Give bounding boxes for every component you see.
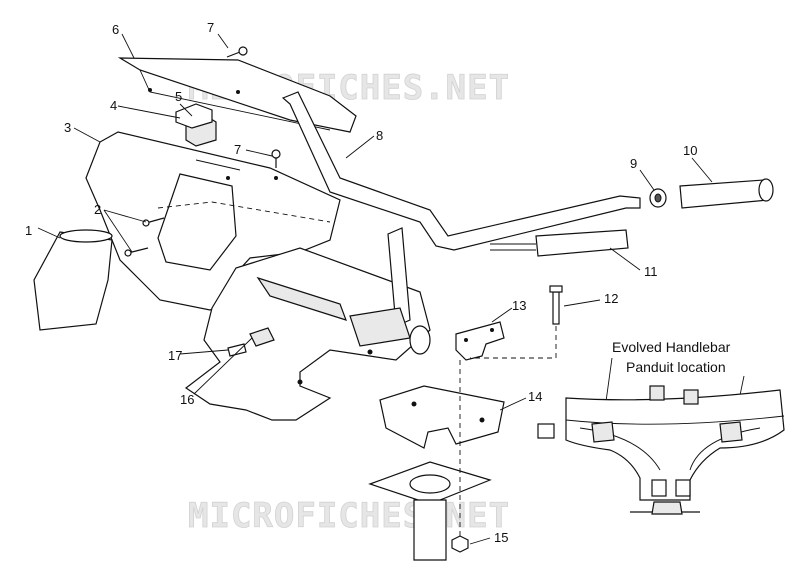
- callout-9: 9: [630, 156, 637, 171]
- callout-12: 12: [604, 291, 618, 306]
- part-13-clamp-top: [455, 321, 505, 361]
- part-7-screw-top: [226, 46, 248, 58]
- callout-labels: 1 2 3 4 5 6 7 7 8 9 10 11 12 13 14 15 16…: [25, 20, 697, 545]
- callout-4: 4: [110, 98, 117, 113]
- callout-13: 13: [512, 298, 526, 313]
- part-1-lens: [33, 229, 113, 331]
- inset-panduit: Evolved Handlebar Panduit location: [537, 339, 785, 515]
- inset-title-line1: Evolved Handlebar: [612, 339, 731, 355]
- inset-title-line2: Panduit location: [626, 359, 726, 375]
- callout-16: 16: [180, 392, 194, 407]
- callout-1: 1: [25, 223, 32, 238]
- part-11-heated-grip: [490, 229, 629, 257]
- part-12-bolt: [470, 285, 563, 359]
- callout-11: 11: [644, 264, 658, 279]
- callout-7-middle: 7: [234, 142, 241, 157]
- callout-15: 15: [494, 530, 508, 545]
- part-9-end-cap: [649, 188, 667, 208]
- callout-17: 17: [168, 348, 182, 363]
- callout-8: 8: [376, 128, 383, 143]
- part-17-rivet: [227, 343, 247, 357]
- callout-10: 10: [683, 143, 697, 158]
- part-7-screw-middle: [271, 149, 281, 168]
- watermark-bottom: MICROFICHES.NET: [188, 496, 510, 536]
- callout-6: 6: [112, 22, 119, 37]
- callout-14: 14: [528, 389, 542, 404]
- part-4-switch-bracket: [175, 103, 213, 129]
- part-16-grommet: [249, 327, 275, 347]
- callout-3: 3: [64, 120, 71, 135]
- part-8-handlebar: [281, 91, 641, 355]
- callout-5: 5: [175, 89, 182, 104]
- part-14-clamp-base: [379, 385, 505, 449]
- part-15-nut: [451, 535, 469, 553]
- part-10-grip: [679, 178, 774, 209]
- part-2-screws: [124, 217, 165, 257]
- callout-7-top: 7: [207, 20, 214, 35]
- callout-2: 2: [94, 202, 101, 217]
- leader-lines: [37, 33, 713, 545]
